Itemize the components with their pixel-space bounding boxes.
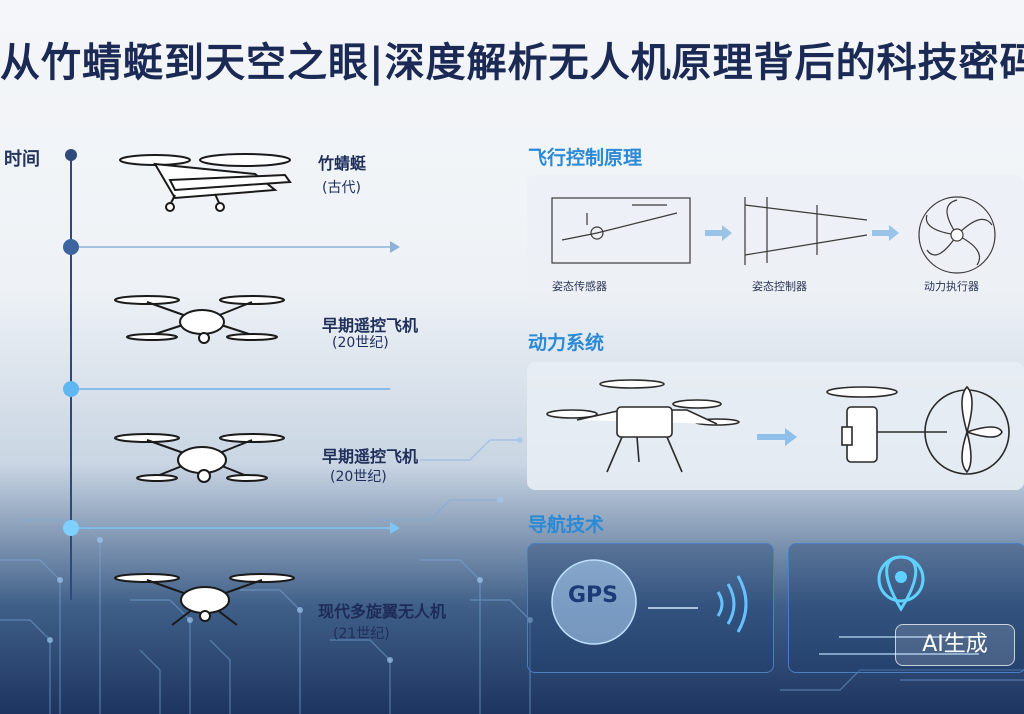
quadcopter-icon bbox=[114, 433, 285, 483]
caption: 动力执行器 bbox=[924, 280, 979, 293]
section-title-power: 动力系统 bbox=[528, 332, 605, 354]
era-name: 现代多旋翼无人机 bbox=[318, 602, 447, 621]
multirotor-drone-icon bbox=[114, 573, 295, 626]
section-title-flight-control: 飞行控制原理 bbox=[528, 147, 643, 169]
quadcopter-icon bbox=[114, 295, 285, 344]
timeline-label: 时间 bbox=[4, 149, 40, 170]
gps-panel bbox=[527, 543, 774, 673]
caption: 姿态传感器 bbox=[552, 280, 607, 293]
power-system-diagram bbox=[546, 379, 1010, 475]
era-name: 竹蜻蜓 bbox=[318, 154, 367, 173]
flight-control-panel bbox=[527, 175, 1024, 303]
timeline-node bbox=[63, 239, 79, 255]
bamboo-dragonfly-icon bbox=[119, 153, 292, 212]
gps-label: GPS bbox=[568, 583, 619, 608]
timeline-node bbox=[63, 520, 79, 536]
timeline-node bbox=[65, 149, 77, 161]
ai-generated-badge: AI生成 bbox=[895, 624, 1015, 666]
section-title-navigation: 导航技术 bbox=[528, 514, 605, 536]
era-date: (20世纪) bbox=[332, 335, 389, 351]
flight-control-diagram bbox=[551, 196, 996, 274]
caption: 姿态控制器 bbox=[752, 280, 807, 293]
era-date: (20世纪) bbox=[330, 469, 387, 485]
page-title: 从竹蜻蜓到天空之眼|深度解析无人机原理背后的科技密码 bbox=[0, 40, 1024, 86]
era-name: 早期遥控飞机 bbox=[322, 447, 419, 466]
location-pin-icon bbox=[819, 555, 979, 655]
power-system-panel bbox=[527, 362, 1024, 490]
era-date: (古代) bbox=[322, 180, 361, 196]
location-panel bbox=[788, 543, 1024, 673]
timeline-node bbox=[63, 381, 79, 397]
era-name: 早期遥控飞机 bbox=[322, 316, 419, 335]
era-date: (21世纪) bbox=[333, 626, 390, 642]
gps-diagram bbox=[551, 559, 748, 645]
